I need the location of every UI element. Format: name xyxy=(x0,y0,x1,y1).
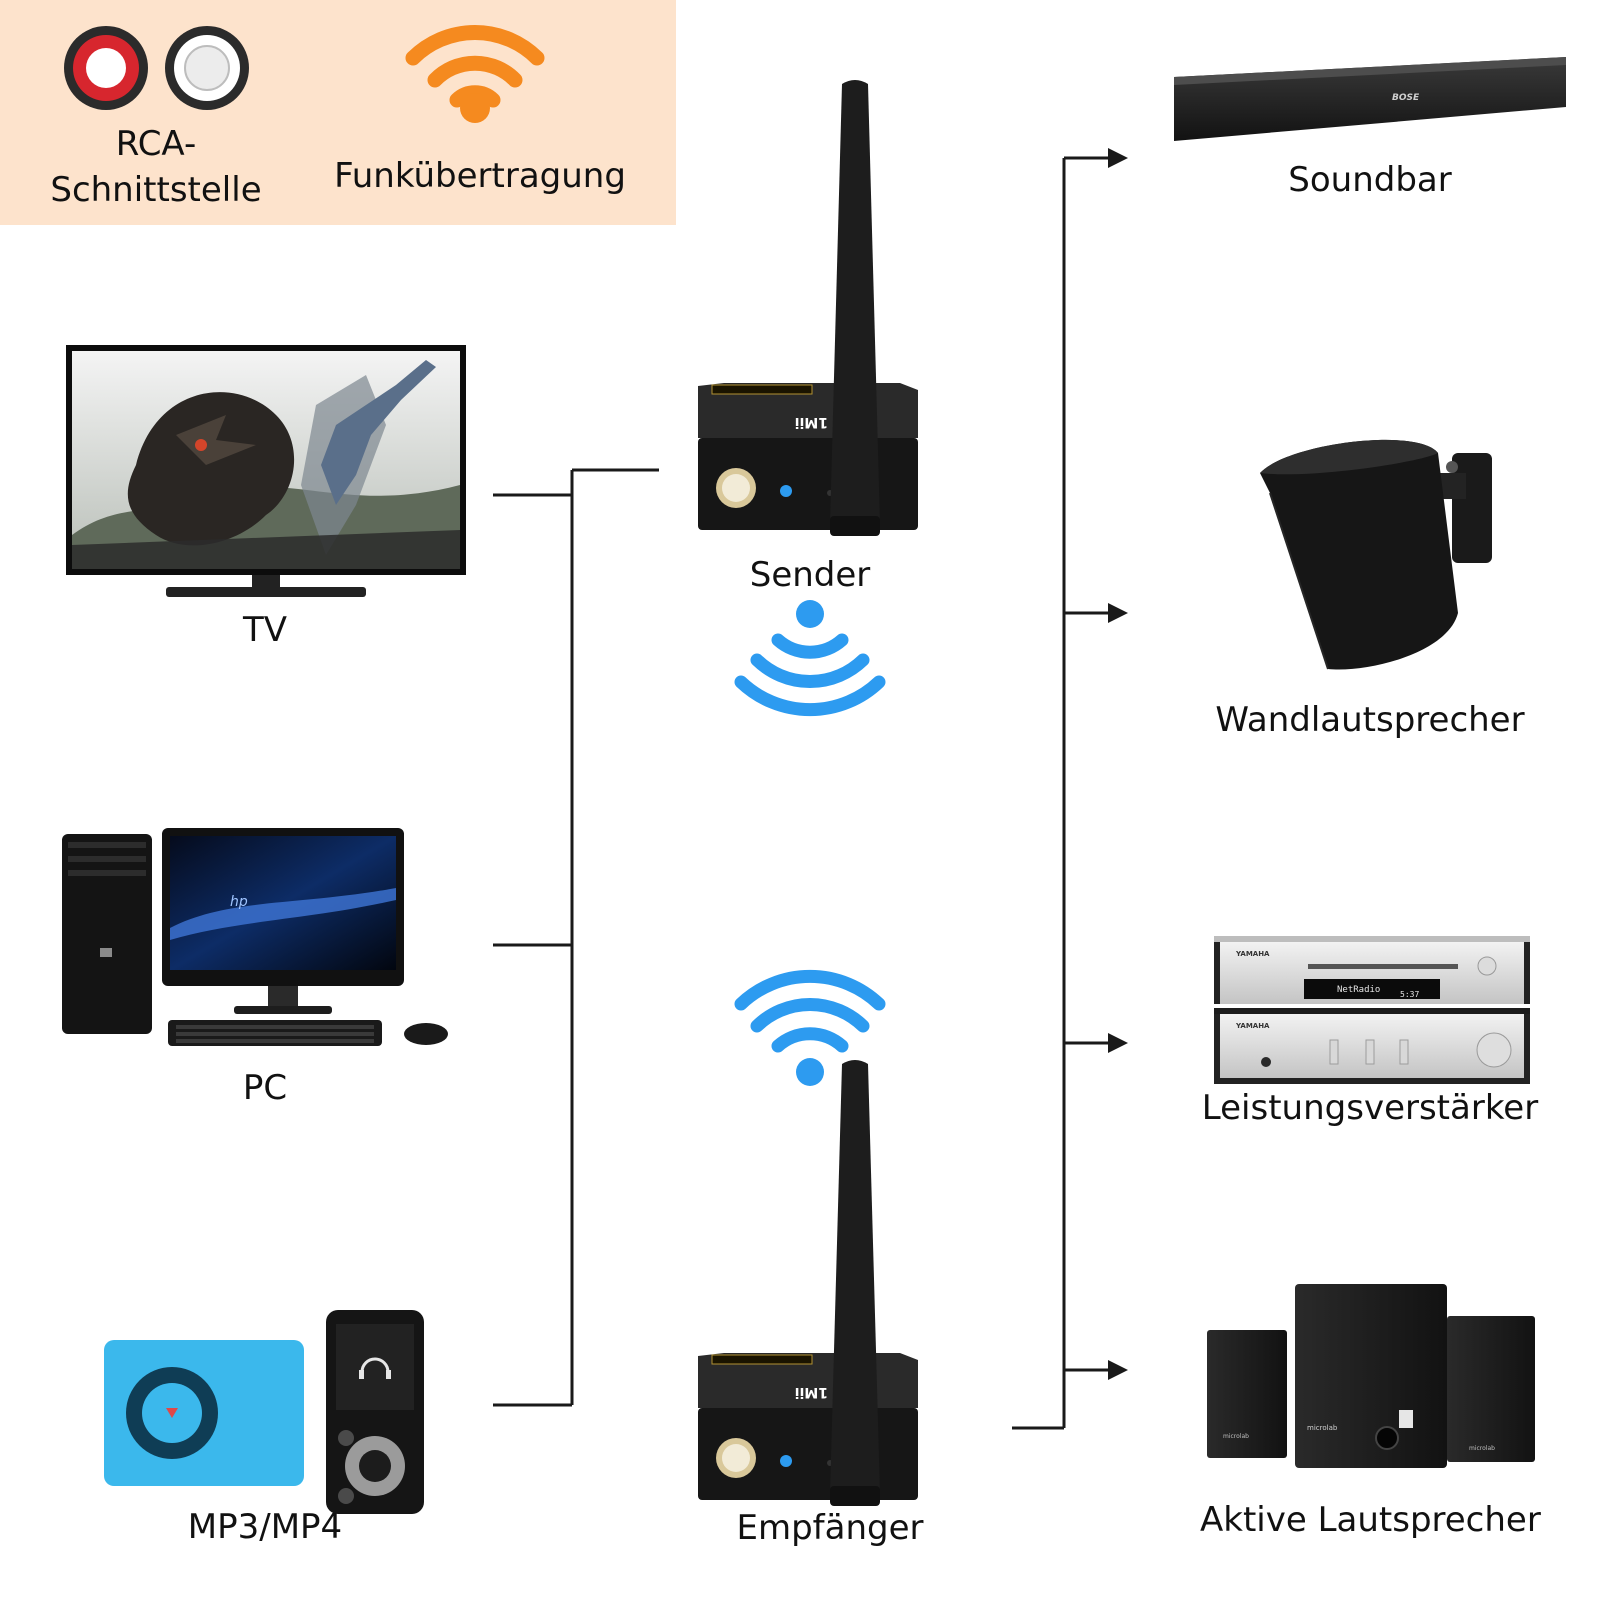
pc-label: PC xyxy=(242,1068,288,1108)
rca-white-jack-icon xyxy=(165,26,249,110)
rca-label-line1: RCA- xyxy=(115,124,197,164)
amplifier-label: Leistungsverstärker xyxy=(1201,1088,1539,1128)
soundbar-brand-text: BOSE xyxy=(1392,93,1420,103)
amp-brand-text: YAMAHA xyxy=(1235,950,1270,958)
svg-text:YAMAHA: YAMAHA xyxy=(1235,1022,1270,1030)
svg-text:microlab: microlab xyxy=(1469,1445,1495,1452)
receiver-device-image: 1Mii xyxy=(698,1060,918,1506)
mp3-mp4-image xyxy=(104,1310,424,1514)
soundbar-image: BOSE xyxy=(1174,57,1566,141)
rca-label-line2: Schnittstelle xyxy=(50,170,262,210)
receiver-label: Empfänger xyxy=(736,1508,924,1548)
svg-text:microlab: microlab xyxy=(1223,1433,1249,1440)
pc-image: hp xyxy=(62,828,448,1046)
tv-image xyxy=(66,345,466,597)
sender-label: Sender xyxy=(749,555,871,595)
tv-label: TV xyxy=(242,610,288,650)
soundbar-label: Soundbar xyxy=(1288,160,1452,200)
wall-speaker-label: Wandlautsprecher xyxy=(1215,700,1525,740)
amp-display-time: 5:37 xyxy=(1400,990,1419,999)
sender-brand-text: 1Mii xyxy=(795,414,828,430)
wireless-label: Funkübertragung xyxy=(334,156,626,196)
receiver-brand-text: 1Mii xyxy=(795,1384,828,1400)
sender-device-image: 1Mii xyxy=(698,80,918,536)
active-speakers-label: Aktive Lautsprecher xyxy=(1200,1500,1541,1540)
active-speakers-image: microlab microlab microlab xyxy=(1207,1284,1535,1468)
wifi-orange-icon xyxy=(405,24,545,123)
signal-in-icon xyxy=(734,969,886,1086)
amp-display-text: NetRadio xyxy=(1337,985,1380,995)
amplifier-image: YAMAHA NetRadio 5:37 YAMAHA xyxy=(1214,936,1530,1084)
wall-speaker-image xyxy=(1260,439,1492,670)
mp3-label: MP3/MP4 xyxy=(187,1507,343,1547)
rca-red-jack-icon xyxy=(64,26,148,110)
speakers-brand-text: microlab xyxy=(1307,1424,1338,1432)
svg-text:hp: hp xyxy=(230,894,248,910)
signal-out-icon xyxy=(734,600,886,717)
